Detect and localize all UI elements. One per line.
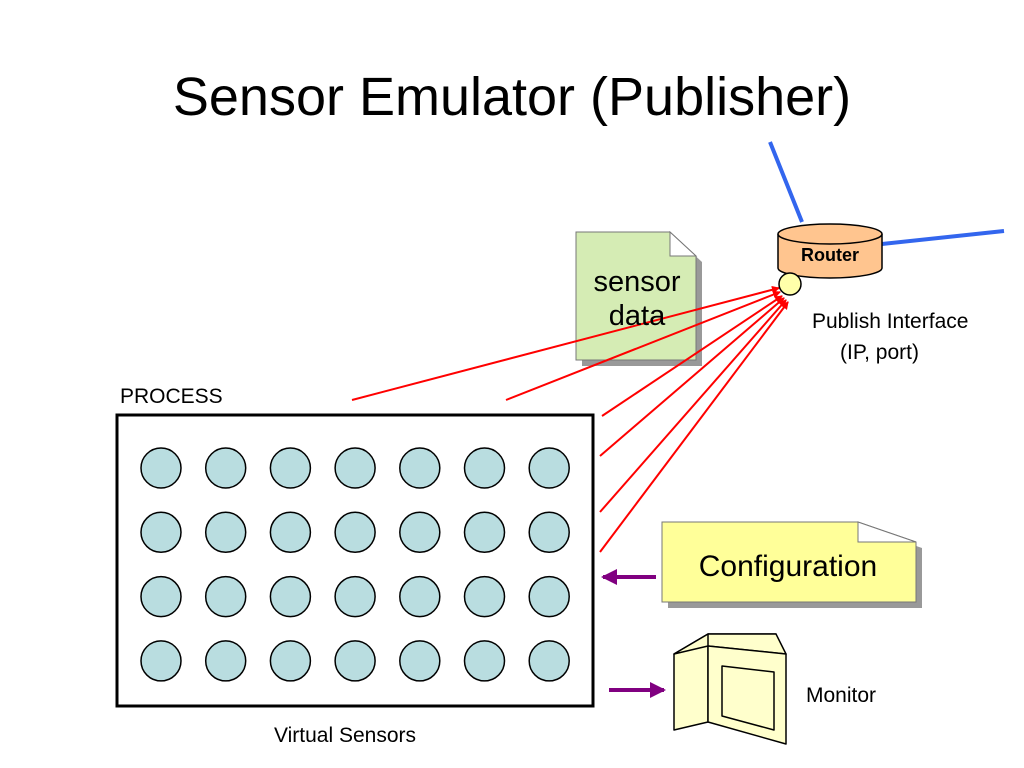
virtual-sensor bbox=[140, 447, 182, 489]
sensor-data-line2: data bbox=[608, 300, 666, 332]
data-arrow bbox=[601, 295, 783, 417]
virtual-sensor bbox=[399, 511, 441, 554]
monitor-icon[interactable] bbox=[673, 633, 787, 745]
virtual-sensor bbox=[140, 640, 182, 682]
virtual-sensor bbox=[204, 447, 247, 489]
data-arrow bbox=[599, 301, 789, 553]
monitor-screen bbox=[721, 665, 775, 731]
router-top bbox=[777, 223, 883, 245]
virtual-sensor bbox=[399, 575, 441, 618]
data-arrows bbox=[351, 285, 789, 553]
virtual-sensor bbox=[140, 575, 182, 618]
publish-port[interactable] bbox=[778, 272, 802, 296]
virtual-sensor bbox=[140, 511, 182, 554]
virtual-sensor bbox=[334, 447, 376, 489]
configuration-note[interactable] bbox=[661, 521, 917, 603]
sensor-data-line1: sensor bbox=[593, 266, 681, 298]
virtual-sensor bbox=[528, 640, 570, 682]
data-arrow bbox=[599, 299, 787, 513]
virtual-sensor bbox=[204, 575, 247, 618]
virtual-sensor bbox=[269, 640, 312, 682]
virtual-sensor bbox=[269, 447, 312, 489]
configuration-label: Configuration bbox=[698, 550, 878, 583]
sensor-data-note-fold bbox=[669, 230, 698, 257]
virtual-sensor bbox=[528, 511, 570, 554]
configuration-note-fold bbox=[857, 521, 917, 543]
virtual-sensor bbox=[269, 575, 312, 618]
virtual-sensor bbox=[463, 640, 506, 682]
virtual-sensor bbox=[463, 511, 506, 554]
virtual-sensor bbox=[204, 511, 247, 554]
router-label: Router bbox=[801, 245, 859, 265]
virtual-sensor bbox=[204, 640, 247, 682]
virtual-sensor-grid bbox=[140, 447, 570, 682]
router-body bbox=[777, 234, 883, 279]
sensor-data-note bbox=[575, 231, 697, 361]
publish-interface-label: Publish Interface (IP, port) bbox=[812, 306, 968, 368]
virtual-sensor bbox=[334, 511, 376, 554]
virtual-sensors-label: Virtual Sensors bbox=[274, 724, 417, 747]
network-line-right bbox=[881, 229, 1005, 246]
virtual-sensor bbox=[463, 447, 506, 489]
page-title: Sensor Emulator (Publisher) bbox=[172, 67, 852, 127]
data-arrow bbox=[351, 285, 780, 401]
virtual-sensor bbox=[399, 640, 441, 682]
data-arrow bbox=[599, 297, 785, 457]
virtual-sensor bbox=[399, 447, 441, 489]
publish-interface-line1: Publish Interface bbox=[812, 310, 969, 333]
sensor-data-label: sensor data bbox=[578, 265, 696, 333]
router[interactable] bbox=[777, 223, 883, 279]
virtual-sensor bbox=[334, 575, 376, 618]
network-line-top bbox=[768, 141, 804, 223]
publish-interface-line2: (IP, port) bbox=[840, 341, 919, 364]
virtual-sensor bbox=[528, 447, 570, 489]
virtual-sensor bbox=[269, 511, 312, 554]
process-label: PROCESS bbox=[120, 385, 223, 408]
data-arrow bbox=[505, 290, 781, 401]
virtual-sensor bbox=[528, 575, 570, 618]
monitor-label: Monitor bbox=[806, 684, 877, 707]
virtual-sensor bbox=[463, 575, 506, 618]
virtual-sensor bbox=[334, 640, 376, 682]
